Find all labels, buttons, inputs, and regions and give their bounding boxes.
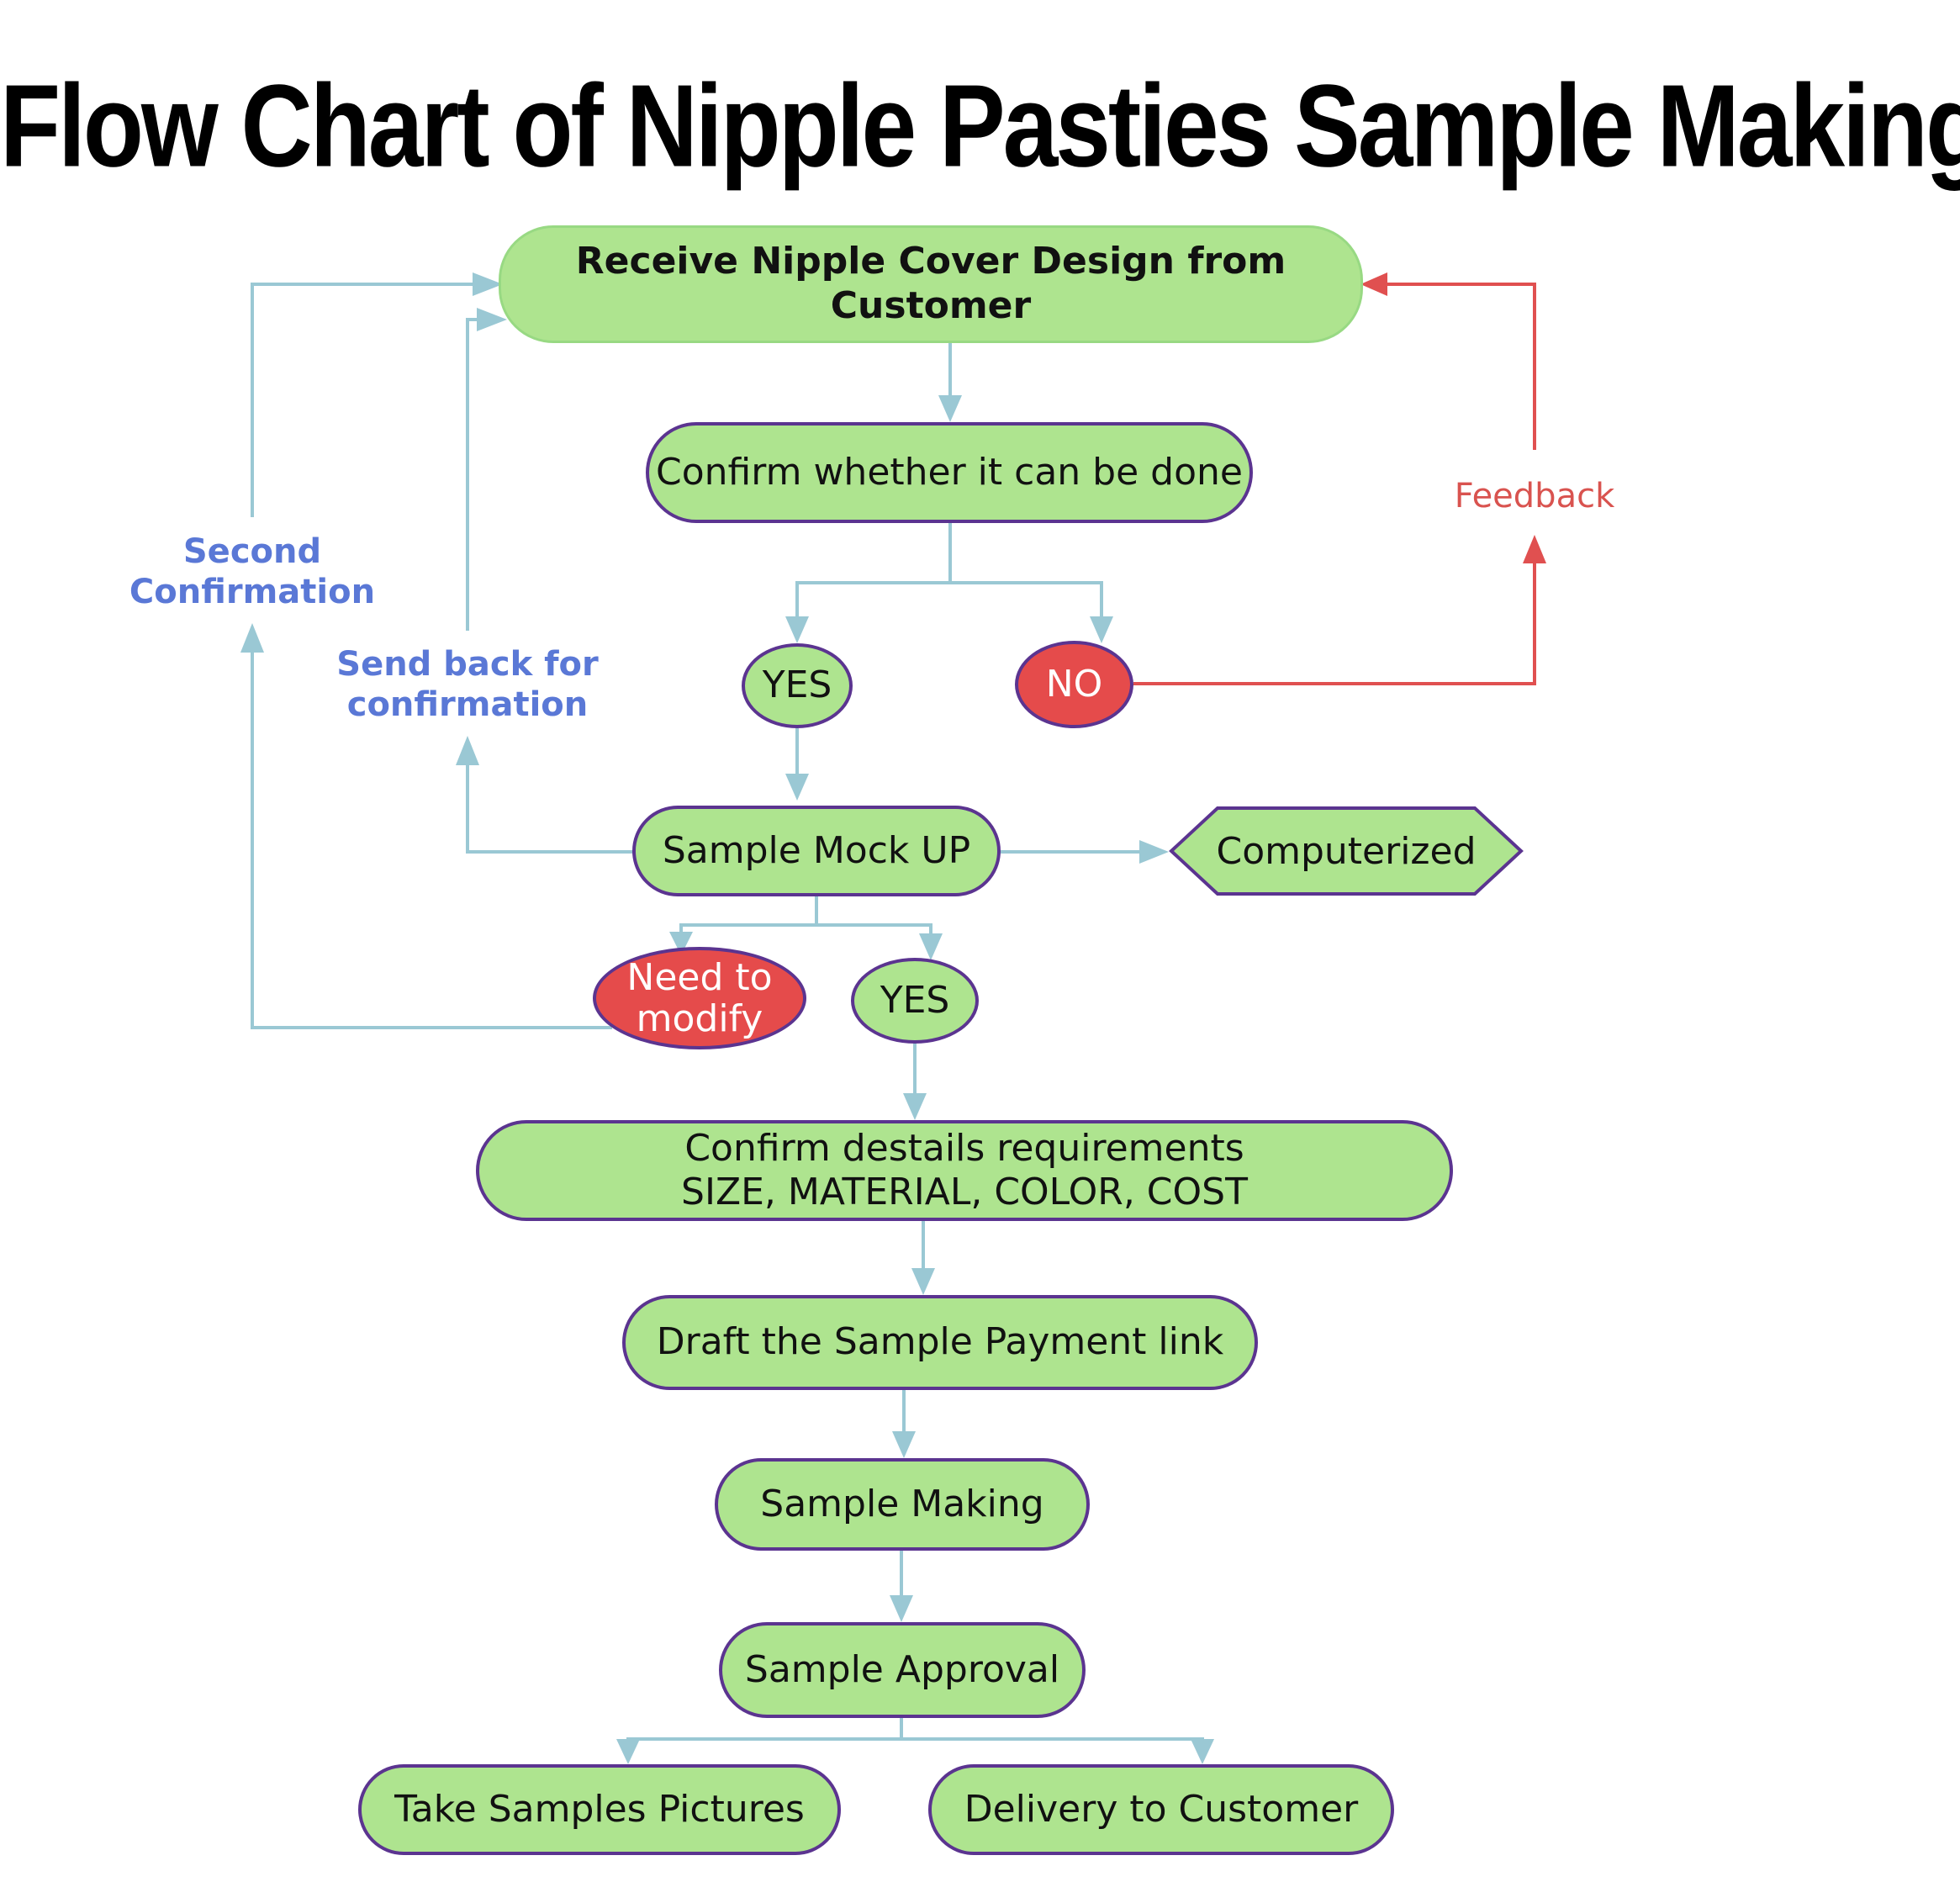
- node-need-to-modify[interactable]: Need to modify: [593, 947, 806, 1049]
- node-sample-making[interactable]: Sample Making: [715, 1458, 1090, 1551]
- arrow-head: [616, 1739, 640, 1764]
- arrow-head: [1191, 1739, 1214, 1764]
- arrow-head: [938, 395, 962, 422]
- arrow-head: [1090, 616, 1113, 643]
- node-yes-feasible[interactable]: YES: [742, 643, 853, 728]
- arrow-head: [473, 272, 503, 296]
- details-line-2: SIZE, MATERIAL, COLOR, COST: [681, 1171, 1248, 1213]
- node-computerized-label: Computerized: [1216, 829, 1477, 873]
- node-sample-mock-up[interactable]: Sample Mock UP: [632, 806, 1001, 896]
- node-receive-design[interactable]: Receive Nipple Cover Design from Custome…: [499, 225, 1363, 343]
- edge-confirm-split: [795, 523, 1103, 621]
- node-confirm-details[interactable]: Confirm destails requirements SIZE, MATE…: [476, 1120, 1453, 1221]
- node-confirm-feasibility[interactable]: Confirm whether it can be done: [646, 422, 1253, 523]
- arrow-head: [669, 932, 693, 955]
- arrow-head: [456, 736, 479, 765]
- arrow-head: [911, 1268, 935, 1295]
- arrow-head: [785, 774, 809, 801]
- arrow-head: [903, 1093, 927, 1120]
- details-line-1: Confirm destails requirements: [684, 1127, 1244, 1171]
- node-yes-approved-mockup[interactable]: YES: [851, 958, 979, 1044]
- node-no-feasible[interactable]: NO: [1015, 641, 1133, 728]
- node-computerized[interactable]: Computerized: [1169, 806, 1524, 896]
- edge-approval-split: [626, 1718, 1204, 1742]
- arrow-head: [1139, 840, 1169, 864]
- arrow-head: [477, 308, 507, 331]
- arrow-head: [240, 623, 264, 653]
- label-send-back: Send back for confirmation: [336, 645, 599, 724]
- arrow-head: [1360, 272, 1387, 296]
- arrow-head: [890, 1595, 913, 1622]
- arrow-head: [1523, 535, 1546, 563]
- node-sample-approval[interactable]: Sample Approval: [719, 1622, 1086, 1718]
- edge-no-feedback: [1133, 283, 1536, 685]
- page-title: Flow Chart of Nipple Pasties Sample Maki…: [0, 61, 1960, 193]
- node-payment-link[interactable]: Draft the Sample Payment link: [622, 1295, 1258, 1390]
- arrow-head: [919, 933, 943, 960]
- arrow-head: [892, 1431, 916, 1458]
- arrow-head: [785, 616, 809, 643]
- label-feedback: Feedback: [1454, 477, 1615, 515]
- label-second-confirmation: Second Confirmation: [129, 532, 376, 611]
- node-take-pictures[interactable]: Take Samples Pictures: [358, 1764, 841, 1855]
- node-delivery[interactable]: Delivery to Customer: [928, 1764, 1394, 1855]
- edge-send-back: [466, 318, 632, 854]
- edge-mockup-split: [679, 896, 932, 935]
- hexagon-shape: [1169, 806, 1524, 896]
- edge-second-confirmation: [251, 283, 612, 1029]
